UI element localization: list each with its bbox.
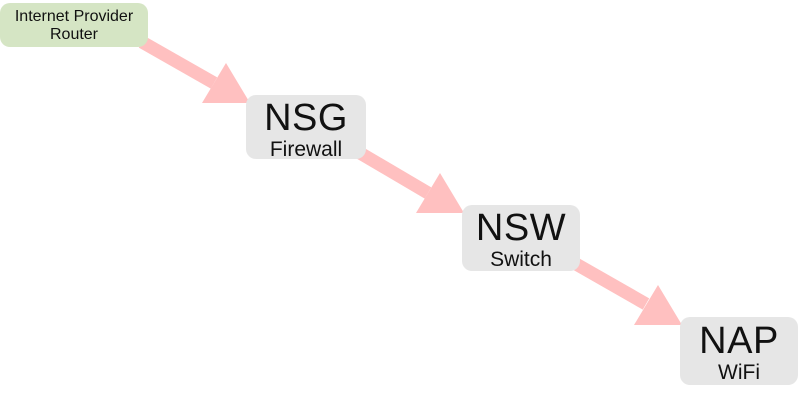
node-internet-provider-router: Internet Provider Router: [0, 3, 148, 47]
node-nsg-firewall: NSG Firewall: [246, 95, 366, 161]
router-label-line1: Internet Provider: [14, 8, 134, 25]
node-nsw-switch: NSW Switch: [462, 205, 580, 271]
nap-name: NAP: [699, 320, 779, 362]
router-label-line2: Router: [49, 26, 99, 43]
nap-type: WiFi: [718, 361, 760, 384]
nsg-name: NSG: [264, 97, 348, 139]
node-nap-wifi: NAP WiFi: [680, 317, 798, 385]
edge-router-to-nsg: [138, 36, 250, 103]
nsw-type: Switch: [490, 248, 552, 271]
nsw-name: NSW: [475, 207, 567, 249]
nsg-type: Firewall: [269, 138, 343, 161]
edge-nsg-to-nsw: [356, 147, 464, 213]
edge-nsw-to-nap: [572, 258, 682, 325]
